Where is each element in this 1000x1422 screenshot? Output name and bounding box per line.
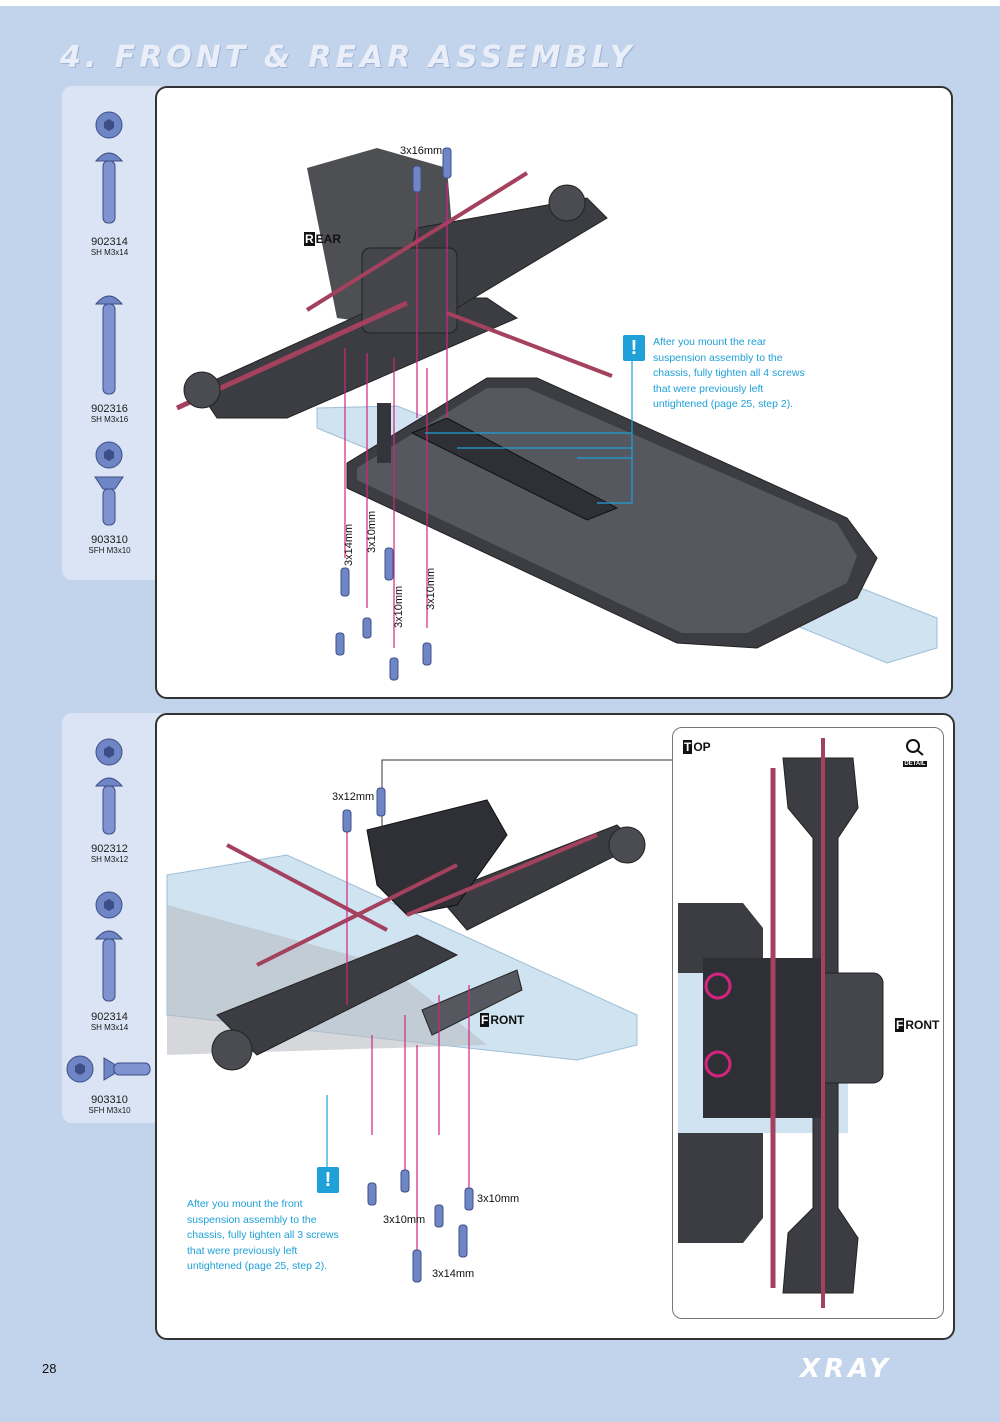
detail-badge: DETAIL <box>903 738 927 767</box>
rear-label-rest: EAR <box>315 232 342 246</box>
rear-note: After you mount the rear suspension asse… <box>653 336 805 410</box>
part-desc: SFH M3x10 <box>88 546 131 555</box>
screw-length-label: 3x10mm <box>383 1214 426 1226</box>
button-head-screw-icon <box>94 295 124 395</box>
xray-logo-text: XRAY <box>798 1355 892 1384</box>
screw-length-label: 3x12mm <box>332 791 375 803</box>
flat-head-screw-icon <box>94 441 124 526</box>
front-label-initial: F <box>480 1013 490 1027</box>
warning-icon: ! <box>623 335 645 361</box>
xray-logo: XRAY <box>795 1354 955 1390</box>
part-code: 903310 <box>91 534 128 546</box>
top-label-initial: T <box>683 740 693 754</box>
button-head-screw-icon <box>94 891 124 1002</box>
screw-length-label: 3x10mm <box>477 1193 520 1205</box>
front-part-3: 903310 SFH M3x10 <box>62 1053 157 1115</box>
warning-icon: ! <box>317 1167 339 1193</box>
detail-badge-text: DETAIL <box>903 761 927 767</box>
front-part-1: 902312 SH M3x12 <box>62 738 157 864</box>
part-desc: SH M3x14 <box>90 1023 129 1032</box>
screw-length-label: 3x14mm <box>432 1268 475 1280</box>
magnifier-icon <box>906 739 924 756</box>
rear-parts-panel: 902314 SH M3x14 902316 SH M3x16 903310 S… <box>62 86 172 580</box>
rear-part-1: 902314 SH M3x14 <box>62 111 157 257</box>
screw-length-label: 3x10mm <box>366 510 378 553</box>
button-head-screw-icon <box>94 738 124 835</box>
xray-logo-mark: XRAY <box>798 1354 892 1384</box>
front-label-rest: RONT <box>490 1013 525 1027</box>
part-desc: SH M3x16 <box>90 415 129 424</box>
page-title: 4. FRONT & REAR ASSEMBLY <box>60 40 636 75</box>
part-code: 902312 <box>91 843 128 855</box>
front-parts-panel: 902312 SH M3x12 902314 SH M3x14 903310 S… <box>62 713 172 1123</box>
rear-part-3: 903310 SFH M3x10 <box>62 441 157 555</box>
screw-length-label: 3x14mm <box>343 523 355 566</box>
part-code: 902316 <box>91 403 128 415</box>
part-code: 902314 <box>91 236 128 248</box>
rear-assembly-illustration <box>175 147 938 681</box>
part-desc: SH M3x14 <box>90 248 129 257</box>
top-border <box>0 0 1000 6</box>
top-label-rest: OP <box>693 740 711 754</box>
front-assembly-illustration <box>166 759 672 1283</box>
part-desc: SFH M3x10 <box>88 1106 131 1115</box>
screw-length-label: 3x16mm <box>400 145 443 157</box>
button-head-screw-icon <box>94 111 124 224</box>
rear-label-initial: R <box>304 232 315 246</box>
part-code: 903310 <box>91 1094 128 1106</box>
rear-part-2: 902316 SH M3x16 <box>62 276 157 424</box>
flat-head-screw-icon <box>66 1055 151 1083</box>
front-note: After you mount the front suspension ass… <box>187 1198 339 1272</box>
part-desc: SH M3x12 <box>90 855 129 864</box>
screw-length-label: 3x10mm <box>393 585 405 628</box>
inset-front-rest: RONT <box>905 1018 940 1032</box>
top-view-illustration <box>678 738 884 1308</box>
front-part-2: 902314 SH M3x14 <box>62 891 157 1032</box>
page-number: 28 <box>42 1361 57 1376</box>
screw-length-label: 3x10mm <box>425 567 437 610</box>
part-code: 902314 <box>91 1011 128 1023</box>
inset-front-initial: F <box>895 1018 905 1032</box>
